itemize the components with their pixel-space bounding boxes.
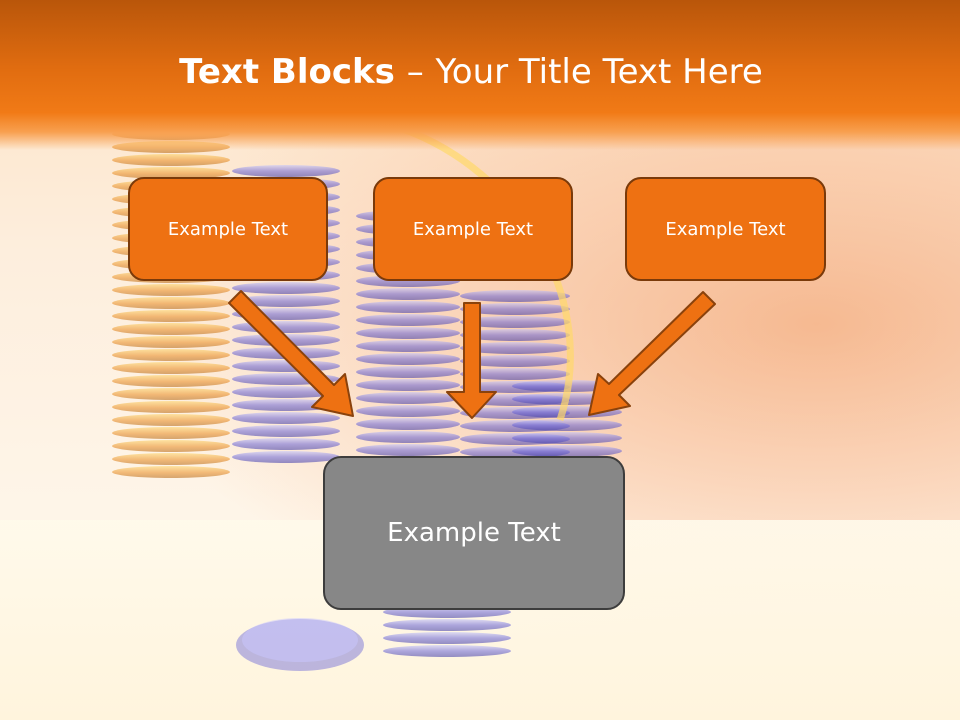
coin: [112, 362, 230, 374]
text-block-right[interactable]: Example Text: [625, 177, 826, 281]
header-band: [0, 0, 960, 150]
coin: [112, 414, 230, 426]
text-block-right-label: Example Text: [665, 218, 786, 240]
slide-title: Text Blocks – Your Title Text Here: [0, 52, 951, 92]
coin: [356, 418, 460, 430]
coin: [232, 412, 340, 424]
coin: [356, 353, 460, 365]
coin: [112, 440, 230, 452]
coin: [383, 619, 511, 631]
coin: [460, 290, 570, 302]
text-block-center-label: Example Text: [412, 218, 534, 240]
coin: [383, 632, 511, 644]
coin: [460, 368, 570, 380]
arrow-center-down: [446, 302, 497, 419]
coin: [112, 427, 230, 439]
coin: [356, 405, 460, 417]
coin: [460, 342, 570, 354]
coin: [232, 165, 340, 177]
arrow-left-diagonal: [228, 290, 354, 417]
coin: [356, 366, 460, 378]
coin: [460, 316, 570, 328]
center-result-box[interactable]: Example Text: [323, 456, 625, 610]
coin: [356, 444, 460, 456]
coin: [112, 375, 230, 387]
coin: [112, 388, 230, 400]
center-result-label: Example Text: [387, 518, 561, 548]
coin: [356, 301, 460, 313]
coin: [356, 327, 460, 339]
coin: [232, 282, 340, 294]
coin: [112, 284, 230, 296]
coin: [356, 288, 460, 300]
coin: [512, 419, 622, 431]
coin: [112, 310, 230, 322]
coin: [460, 355, 570, 367]
title-bold-part: Text Blocks: [179, 52, 395, 92]
coin: [112, 401, 230, 413]
coin: [356, 379, 460, 391]
coin: [112, 297, 230, 309]
coin: [356, 340, 460, 352]
coin: [460, 329, 570, 341]
coin: [232, 451, 340, 463]
coin: [512, 445, 622, 457]
coin: [112, 167, 230, 179]
arrow-right-diagonal: [588, 291, 716, 416]
coin: [112, 453, 230, 465]
coin: [112, 154, 230, 166]
coin: [512, 432, 622, 444]
coin: [356, 314, 460, 326]
title-rest: Your Title Text Here: [435, 52, 763, 92]
coin: [356, 431, 460, 443]
coin: [112, 466, 230, 478]
text-block-left[interactable]: Example Text: [128, 177, 328, 281]
coin: [383, 645, 511, 657]
coin: [232, 386, 340, 398]
coin: [232, 425, 340, 437]
coin: [112, 349, 230, 361]
coin: [232, 295, 340, 307]
coin: [112, 323, 230, 335]
text-block-left-label: Example Text: [167, 218, 289, 240]
coin: [356, 392, 460, 404]
coin: [112, 336, 230, 348]
title-dash: –: [406, 52, 424, 92]
coin: [460, 303, 570, 315]
coin: [232, 438, 340, 450]
text-block-center[interactable]: Example Text: [373, 177, 573, 281]
